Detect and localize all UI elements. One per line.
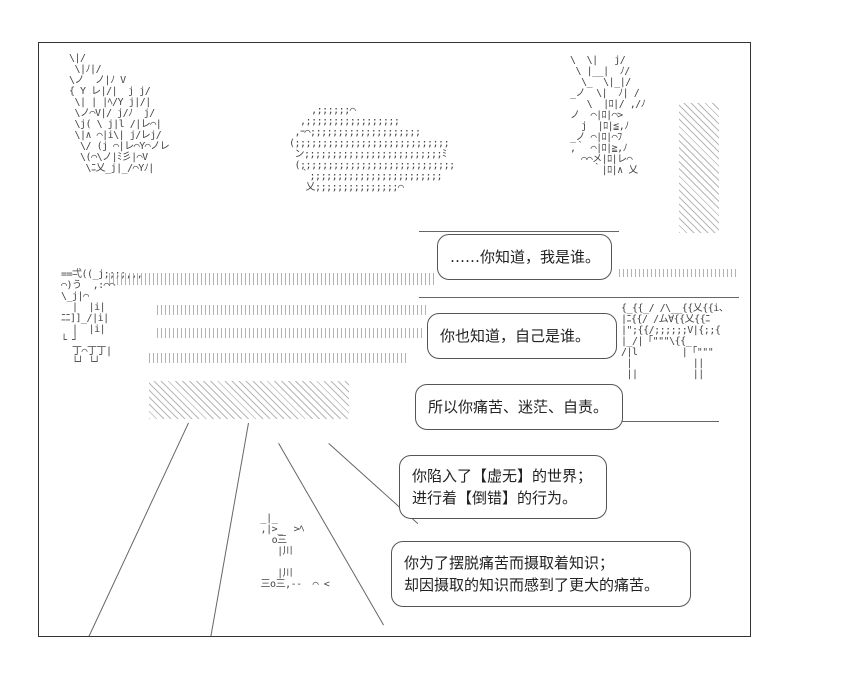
right-roof-hatch	[619, 269, 739, 277]
bubble-4-line-2: 进行着【倒错】的行为。	[412, 489, 578, 507]
trees-right-art: \ \| j/ \ |__| ﾉ/ \_ \|_|/ _ノ \| ﾉ| / \ …	[570, 55, 646, 176]
bubble-5-line-2: 却因摄取的知识而感到了更大的痛苦。	[404, 576, 660, 594]
house-right-art: {_{{_/ /\__{{乂{{i、 |ﾆ{{/ /ム∀{{乂{{ﾆ |";{{…	[621, 303, 729, 380]
manga-panel: \|/ \|ﾉ|/ \ノ ノ|ﾉ V { Y レ|/| j j/ \| | |ﾍ…	[38, 42, 751, 637]
road-line-1	[86, 422, 189, 636]
bubble-3-line-1: 所以你痛苦、迷茫、自责。	[428, 398, 609, 416]
horizon-line	[419, 231, 619, 232]
wall-hatch-3	[149, 353, 409, 363]
ground-art: _|_ ,|>_ >ﾍ o三 |川 |川 三o三,-- ⌒ <	[260, 513, 330, 590]
speech-bubble-2: 你也知道，自己是谁。	[427, 313, 617, 359]
roof-hatch	[109, 273, 434, 285]
fence-line-2	[599, 421, 719, 422]
speech-bubble-3: 所以你痛苦、迷茫、自责。	[415, 384, 623, 430]
bubble-4-line-1: 你陷入了【虚无】的世界；	[412, 467, 593, 485]
bush-art: ,;;;;;;⌒ ,;;;;;;;;;;;;;;;;; ,ｰ⌒;;;;;;;;;…	[289, 105, 455, 193]
lawn-hatch	[149, 381, 349, 419]
wall-hatch-1	[157, 305, 427, 315]
fence-line	[419, 297, 739, 298]
speech-bubble-5: 你为了摆脱痛苦而摄取着知识； 却因摄取的知识而感到了更大的痛苦。	[391, 541, 691, 607]
house-left-art: ==弌((_j;;;;,,, ⌒)う ,:⌒⌒ \_j|⌒ | |i| ﾆﾆ]]…	[61, 269, 143, 368]
bubble-1-line-1: ……你知道，我是谁。	[450, 248, 601, 266]
wall-hatch-2	[157, 328, 422, 338]
bubble-5-line-1: 你为了摆脱痛苦而摄取着知识；	[404, 554, 615, 572]
trees-left-art: \|/ \|ﾉ|/ \ノ ノ|ﾉ V { Y レ|/| j j/ \| | |ﾍ…	[69, 53, 170, 174]
bubble-2-line-1: 你也知道，自己是谁。	[440, 327, 591, 345]
speech-bubble-1: ……你知道，我是谁。	[437, 234, 612, 280]
right-trees-hatch	[679, 103, 719, 233]
speech-bubble-4: 你陷入了【虚无】的世界； 进行着【倒错】的行为。	[399, 455, 607, 519]
